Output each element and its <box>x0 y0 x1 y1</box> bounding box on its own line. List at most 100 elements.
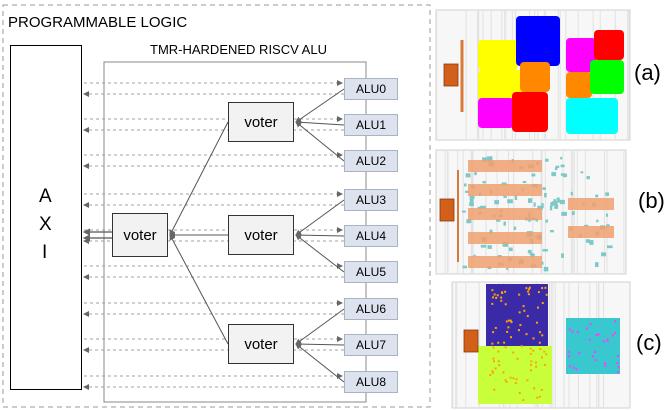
floorplan-c-cell <box>514 382 517 385</box>
floorplan-c-region <box>486 284 548 346</box>
floorplan-b-cell <box>595 262 599 268</box>
floorplan-b-cell <box>471 195 475 199</box>
floorplan-c-cell <box>529 347 532 350</box>
alu-1: ALU1 <box>344 114 398 136</box>
floorplan-c-cell <box>517 329 520 332</box>
floorplan-c-cell <box>510 321 513 324</box>
floorplan-b-cell <box>570 191 573 196</box>
floorplan-b-cell <box>560 156 563 160</box>
floorplan-c-cell <box>532 337 535 340</box>
floorplan-c-cell <box>541 287 544 290</box>
floorplan-c-cell <box>519 324 522 327</box>
floorplan-c-cell <box>505 380 508 383</box>
floorplan-c-cell <box>491 370 494 373</box>
floorplan-c-cell <box>491 302 494 305</box>
floorplan-b-cell <box>554 204 559 209</box>
floorplan-c-cell <box>512 351 515 354</box>
floorplan-c-cell <box>509 376 512 379</box>
floorplan-b-cell <box>462 265 468 269</box>
floorplan-c-cell <box>500 299 503 302</box>
floorplan-c-cell <box>500 291 503 294</box>
floorplan-b-cell <box>552 200 558 205</box>
floorplan-b-cell <box>527 249 532 254</box>
floorplan-c-cell <box>527 293 530 296</box>
floorplan-b-cell <box>464 190 470 193</box>
floorplan-b-label: (b) <box>638 188 665 213</box>
voter-main: voter <box>112 213 168 257</box>
floorplan-c-cell <box>522 305 525 308</box>
floorplan-c-cell <box>538 331 541 334</box>
floorplan-c-cell <box>500 296 503 299</box>
floorplan-c-cell <box>526 315 529 318</box>
floorplan-b-cell <box>496 219 501 222</box>
floorplan-b-cell <box>473 254 476 257</box>
floorplan-c-cell <box>545 353 548 356</box>
floorplan-c-cell <box>588 338 591 341</box>
floorplan-b-cell <box>605 213 609 217</box>
floorplan-b-cell <box>480 205 486 209</box>
floorplan-c-cell <box>616 362 619 365</box>
alu-3: ALU3 <box>344 189 398 211</box>
floorplan-c-cell <box>602 340 605 343</box>
floorplan-c-cell <box>494 367 497 370</box>
floorplan-c-cell <box>568 365 571 368</box>
floorplan-b-orange-band <box>568 226 614 238</box>
floorplan-b-cell <box>477 206 483 209</box>
floorplan-c-cell <box>538 395 541 398</box>
floorplan-c-cell <box>538 341 541 344</box>
floorplan-c-cell <box>573 366 576 369</box>
floorplan-c-cell <box>611 334 614 337</box>
floorplan-a-region <box>512 92 548 132</box>
floorplan-c-cell <box>535 365 538 368</box>
floorplan-b-orange-band <box>468 256 542 268</box>
floorplan-c-cell <box>508 319 511 322</box>
alu-to-voter-wire <box>295 88 345 123</box>
floorplan-b-cell <box>462 210 466 213</box>
floorplan-b-cell <box>605 192 610 196</box>
floorplan-b-cell <box>513 226 517 230</box>
alu-7: ALU7 <box>344 334 398 356</box>
floorplan-c-cell <box>504 303 507 306</box>
floorplan-c-cell <box>509 319 512 322</box>
floorplan-c-cell <box>504 379 507 382</box>
alu-to-voter-wire <box>295 199 345 236</box>
floorplan-c-cell <box>537 291 540 294</box>
floorplan-a-region <box>520 62 550 92</box>
floorplan-b-orange-band <box>568 198 614 210</box>
alu-5: ALU5 <box>344 261 398 283</box>
alu-2: ALU2 <box>344 150 398 172</box>
floorplan-c-cell <box>525 287 528 290</box>
floorplan-c-cell <box>518 293 521 296</box>
floorplan-b-cell <box>542 187 546 190</box>
floorplan-c-cell <box>518 311 521 314</box>
floorplan-c-cell <box>592 355 595 358</box>
voter-group-2: voter <box>228 215 294 255</box>
floorplan-b-cell <box>531 173 536 177</box>
floorplan-c-cell <box>536 396 539 399</box>
floorplan-c-cell <box>604 364 607 367</box>
floorplan-c-cell <box>522 399 525 402</box>
floorplan-c-cell <box>529 352 532 355</box>
floorplan-c-cell <box>571 330 574 333</box>
floorplan-c-cell <box>606 338 609 341</box>
floorplan-c-cell <box>595 334 598 337</box>
floorplan-c-cell <box>505 320 508 323</box>
floorplan-b-cell <box>549 205 553 211</box>
voter-to-main-voter-wire <box>169 234 229 345</box>
floorplan-c-cell <box>597 333 600 336</box>
floorplan-c-cell <box>545 293 548 296</box>
floorplan-b-cell <box>514 195 518 200</box>
floorplan-c-cell <box>576 331 579 334</box>
floorplan-c-cell <box>539 347 542 350</box>
floorplan-c-cell <box>489 374 492 377</box>
floorplan-b-cell <box>542 249 548 252</box>
wire-group <box>82 80 345 390</box>
floorplan-c-cell <box>541 356 544 359</box>
floorplan-c-cell <box>518 392 521 395</box>
floorplan-b-cell <box>464 183 467 187</box>
floorplan-c-cell <box>496 294 499 297</box>
floorplan-c-cell <box>594 359 597 362</box>
floorplan-b-cell <box>561 211 567 216</box>
floorplan-b-cell <box>527 198 533 203</box>
floorplan-b-pblock <box>439 198 455 222</box>
